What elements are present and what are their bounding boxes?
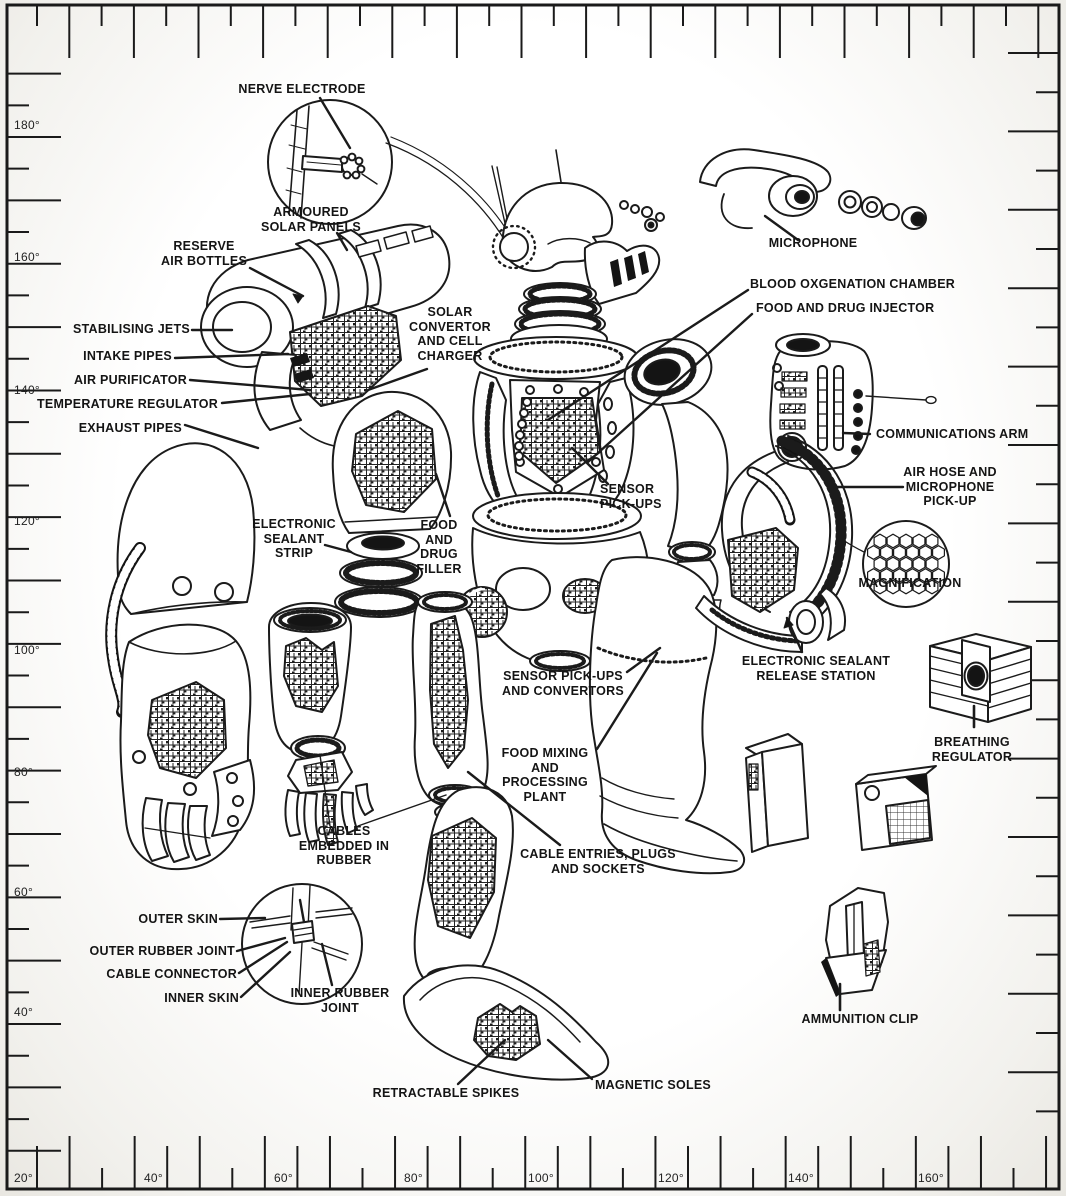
left-ruler-label: 160° bbox=[14, 250, 40, 264]
bottom-ruler-label: 160° bbox=[918, 1171, 944, 1185]
bottom-ruler-label: 120° bbox=[658, 1171, 684, 1185]
flip-top-box bbox=[745, 733, 809, 853]
bottom-ruler-label: 20° bbox=[14, 1171, 33, 1185]
magnification-inset bbox=[862, 520, 950, 608]
boot-sole bbox=[402, 964, 610, 1081]
bottom-ruler-label: 80° bbox=[404, 1171, 423, 1185]
hand-skeleton bbox=[284, 735, 374, 846]
left-ruler-label: 120° bbox=[14, 514, 40, 528]
microphone-headset bbox=[699, 148, 927, 230]
shoulder-pauldron bbox=[331, 390, 453, 534]
small-device-box bbox=[855, 765, 937, 851]
nerve-electrode-inset bbox=[267, 99, 523, 262]
joint-detail-inset bbox=[241, 883, 363, 1005]
communications-arm-device bbox=[769, 333, 937, 471]
left-ruler-label: 60° bbox=[14, 885, 33, 899]
leader-lines bbox=[173, 96, 905, 1086]
left-ruler-label: 100° bbox=[14, 643, 40, 657]
backpack-unit bbox=[200, 223, 451, 449]
left-ruler-label: 40° bbox=[14, 1005, 33, 1019]
ruler-frame: 180° 160° 140° 120° 100° 80° 60° 40° 20° 40° 60° 80… bbox=[5, 3, 1061, 1191]
right-leg bbox=[588, 556, 746, 875]
wrist-cup bbox=[268, 602, 352, 754]
torso-assembly bbox=[472, 336, 642, 540]
centre-forearm bbox=[411, 591, 489, 822]
left-ruler-label: 80° bbox=[14, 765, 33, 779]
bottom-ruler-label: 100° bbox=[528, 1171, 554, 1185]
bottom-ruler-label: 140° bbox=[788, 1171, 814, 1185]
left-ruler-label: 180° bbox=[14, 118, 40, 132]
left-ruler-label: 140° bbox=[14, 383, 40, 397]
breathing-regulator-device bbox=[929, 633, 1032, 729]
gauntlet bbox=[119, 623, 256, 871]
bottom-ruler-label: 60° bbox=[274, 1171, 293, 1185]
sealant-strip-rings bbox=[334, 532, 424, 618]
air-hose-forearm bbox=[695, 435, 865, 653]
ammunition-clip-device bbox=[821, 887, 889, 1012]
bottom-ruler-label: 40° bbox=[144, 1171, 163, 1185]
helmet bbox=[491, 149, 665, 354]
